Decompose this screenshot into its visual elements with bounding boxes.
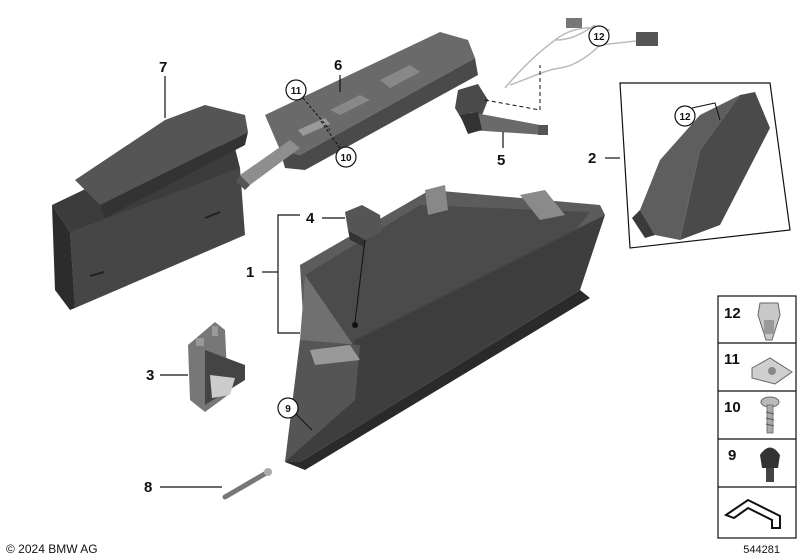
label-12a: 12 [593,32,605,43]
legend-label-9: 9 [728,447,736,464]
label-9: 9 [285,404,291,415]
part-1-glove-box [285,185,605,470]
callout-circle-12-top [588,25,610,47]
part-2-side-trim [632,92,770,240]
legend-label-12: 12 [724,305,741,322]
label-3: 3 [146,367,154,384]
callout-circle-12-right [674,105,696,127]
label-5: 5 [497,152,505,169]
label-4: 4 [306,210,315,227]
part-6-rail [236,32,478,190]
label-2: 2 [588,150,596,167]
legend-label-10: 10 [724,399,741,416]
callout-circle-10 [335,146,357,168]
part-3-lock [188,322,245,412]
diagram-number: 544281 [743,544,780,556]
spring-nut-icon [751,357,793,385]
part-7-cover [52,105,248,310]
clip-nut-icon [757,302,781,341]
connector-plug [566,18,582,28]
label-7: 7 [159,59,167,76]
bracket-1 [277,214,300,334]
legend-table: 12 11 10 9 [717,295,797,539]
label-6: 6 [334,57,342,74]
label-1: 1 [246,264,254,281]
callout-circle-9 [277,397,299,419]
callout-circle-11 [285,79,307,101]
part-4-clip [345,205,382,247]
part-8-pin [222,468,272,500]
label-12b: 12 [679,112,691,123]
connector-block [636,32,658,46]
part-2-frame [619,82,791,249]
rubber-buffer-icon [760,447,780,482]
label-11: 11 [291,86,302,97]
part-5-light-switch [455,84,548,135]
wiring-harness [504,24,646,89]
copyright-text: © 2024 BMW AG [6,542,98,556]
label-10: 10 [340,153,352,164]
screw-icon [760,396,780,434]
legend-label-11: 11 [724,351,740,368]
bracket-symbol-icon [723,498,781,529]
label-8: 8 [144,479,152,496]
